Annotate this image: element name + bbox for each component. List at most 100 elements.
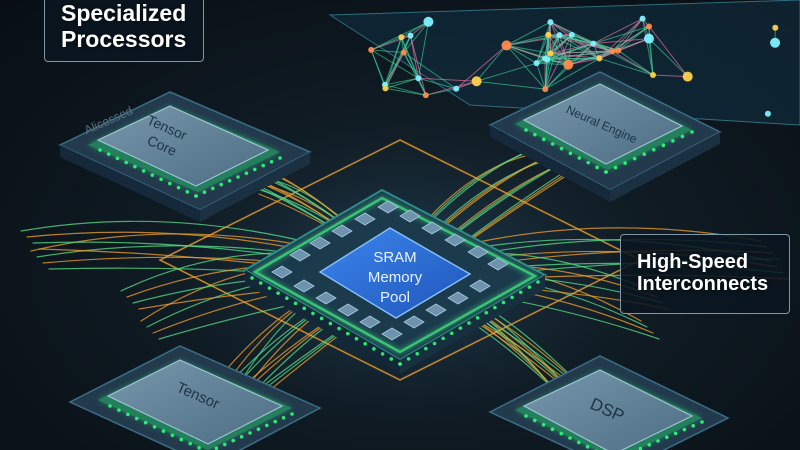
network-link [403, 52, 419, 79]
network-link [648, 38, 689, 77]
tensor-bottom-pin [117, 408, 121, 412]
network-link [544, 34, 560, 90]
network-link [425, 88, 457, 96]
neural-engine-pin [623, 161, 627, 165]
sram-pin [285, 296, 289, 301]
network-link [385, 77, 419, 89]
dsp-pin [577, 440, 581, 445]
neural-engine-pin [613, 165, 618, 170]
memory-cell [447, 291, 469, 305]
network-link [545, 57, 600, 90]
memory-cell [469, 279, 491, 293]
memory-cell [315, 291, 337, 305]
neural-engine-pin [533, 132, 537, 137]
dsp-pin [647, 443, 651, 447]
tensor-core-pin [98, 148, 102, 152]
tensor-core-pin [141, 169, 146, 173]
neural-engine-pin [642, 152, 647, 157]
network-node [382, 85, 389, 92]
network-node [547, 50, 554, 57]
dsp-pin [559, 431, 563, 436]
tensor-core-pin [159, 177, 163, 182]
tensor-core-pin [150, 173, 155, 177]
memory-cell [425, 303, 447, 317]
network-link [370, 49, 419, 79]
specialized-callout-line2: Processors [61, 25, 187, 52]
neural-engine-pin [671, 139, 675, 143]
network-link [417, 78, 427, 96]
sram-core-die [318, 227, 472, 319]
sram-pin [458, 326, 463, 330]
dsp-pin [533, 418, 537, 423]
network-link [385, 87, 426, 96]
tensor-bottom-pin [108, 404, 112, 408]
dsp-pin [568, 436, 572, 440]
sram-pin [493, 305, 497, 310]
dsp-pin [673, 431, 678, 436]
neural-network-panel [328, 0, 800, 126]
network-link [652, 74, 688, 78]
tensor-core-pin [168, 181, 172, 186]
tensor-chip-bottom: Tensor [68, 345, 322, 450]
dsp-pin [656, 439, 660, 443]
network-link [384, 35, 411, 89]
network-link [618, 26, 650, 51]
neural-engine-pin [595, 165, 599, 170]
network-node [682, 71, 693, 82]
network-link [599, 18, 643, 59]
network-link [418, 77, 477, 82]
network-node [398, 34, 405, 41]
network-link [403, 52, 457, 90]
network-link [593, 43, 654, 76]
neural-engine-pin [577, 156, 582, 160]
sram-pin [267, 286, 272, 290]
neural-engine-pin [568, 151, 573, 156]
network-node [533, 60, 540, 67]
sram-pin [415, 351, 420, 356]
network-link [611, 18, 643, 52]
network-link [400, 37, 419, 79]
memory-cell [359, 315, 381, 329]
sram-label-line3: Pool [380, 289, 410, 306]
tensor-core-pin [236, 175, 240, 179]
network-node [563, 59, 574, 70]
network-node [471, 76, 482, 87]
sram-pin [345, 331, 350, 336]
network-link [599, 26, 650, 59]
network-link [476, 62, 537, 82]
sram-pin [258, 281, 263, 285]
sram-chip-pins [250, 276, 540, 366]
network-link [506, 44, 551, 54]
sram-pin [536, 280, 540, 284]
network-node [453, 85, 460, 92]
sram-pin [484, 310, 489, 315]
network-link [593, 25, 650, 45]
network-node [501, 40, 512, 51]
sram-pin [302, 306, 307, 311]
sram-pin [250, 276, 254, 280]
sram-pin [293, 301, 298, 306]
dsp-pin [700, 420, 704, 424]
sram-pin [441, 336, 445, 341]
network-node [643, 33, 654, 44]
sram-pin [475, 316, 480, 320]
tensor-core-pin [124, 160, 128, 165]
network-node [400, 49, 407, 56]
tensor-core-chip: Tensor Core [58, 91, 312, 222]
network-link [410, 35, 427, 96]
network-link [593, 18, 643, 45]
tensor-core-pin [115, 156, 120, 161]
network-link [506, 44, 546, 59]
tensor-bottom-pin [231, 438, 235, 443]
memory-cell [337, 303, 359, 317]
interconnects-callout-line1: High-Speed [637, 251, 749, 273]
tensor-bottom-pin [214, 446, 219, 450]
tensor-core-pin [244, 171, 249, 175]
neural-engine-pin [541, 137, 546, 142]
specialized-processors-callout: Specialized Processors [44, 0, 204, 62]
neural-engine-pin [690, 130, 694, 134]
sram-pin [389, 357, 394, 361]
network-link [425, 80, 477, 96]
tensor-bottom-pin [126, 412, 130, 417]
network-node [646, 23, 653, 30]
